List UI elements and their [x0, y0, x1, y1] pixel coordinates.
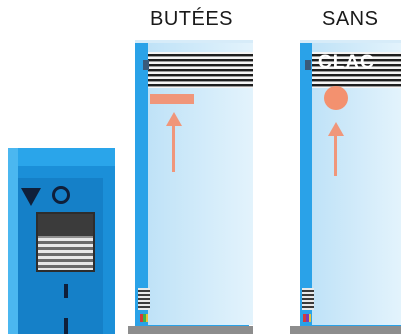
up-arrow-shaft — [334, 134, 337, 176]
label-butees: BUTÉES — [150, 8, 234, 30]
panel-sans-top-edge — [300, 40, 401, 43]
panel-butees-inner — [148, 43, 253, 325]
up-arrow-icon — [328, 122, 344, 136]
circle-icon — [52, 186, 70, 204]
panel-sans-indicator-icon — [303, 314, 311, 322]
label-sans: SANS — [322, 8, 379, 30]
guide-dash — [64, 284, 68, 298]
panel-sans-bottom-slats — [302, 288, 314, 310]
panel-butees-slats — [148, 52, 253, 88]
device-top-edge — [8, 148, 115, 166]
stop-dot-icon — [324, 86, 348, 110]
panel-sans-latch-icon — [305, 60, 311, 70]
panel-butees-bottom-slats — [138, 288, 150, 310]
device-side-edge — [8, 148, 18, 334]
clac-label: CLAC — [318, 52, 375, 73]
panel-butees-base — [128, 326, 253, 334]
triangle-down-icon — [21, 188, 41, 206]
panel-sans-slats — [312, 52, 401, 88]
stop-bar — [150, 94, 194, 104]
lock-block-dark — [38, 214, 93, 236]
up-arrow-shaft — [172, 124, 175, 172]
panel-butees-top-edge — [135, 40, 253, 43]
up-arrow-icon — [166, 112, 182, 126]
guide-dash — [64, 318, 68, 334]
panel-butees-latch-icon — [143, 60, 149, 70]
panel-butees-indicator-icon — [140, 314, 148, 322]
panel-sans-base — [290, 326, 401, 334]
lock-block-stripes — [38, 238, 93, 270]
